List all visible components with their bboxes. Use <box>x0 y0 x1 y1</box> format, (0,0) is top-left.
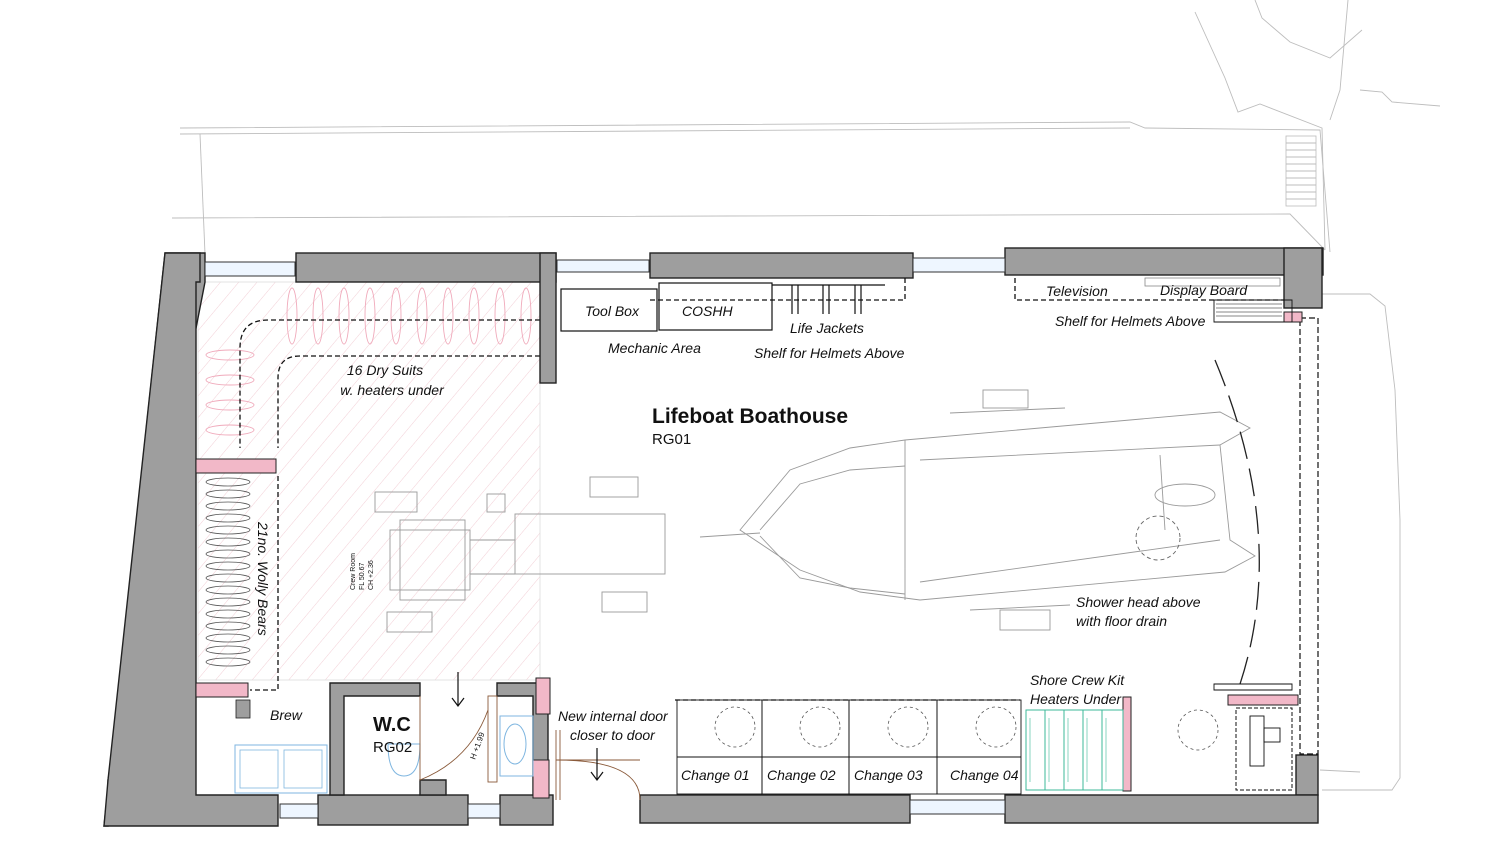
dry-suit-hangers <box>205 287 532 436</box>
shore-crew-kit-lockers <box>1025 709 1124 791</box>
change-03-label: Change 03 <box>854 767 923 783</box>
brew-sink-unit <box>234 699 328 794</box>
lifeboat-on-trailer <box>374 389 1256 633</box>
building-walls <box>103 247 1324 827</box>
svg-text:CH +2.36: CH +2.36 <box>368 560 375 590</box>
crew-room-floor <box>198 282 540 680</box>
new-internal-door <box>555 730 641 801</box>
new-partitions <box>195 311 1303 799</box>
tool-box-label: Tool Box <box>585 303 640 319</box>
change-04-label: Change 04 <box>950 767 1019 783</box>
brew-label: Brew <box>270 707 303 723</box>
change-cubicles <box>675 699 1219 795</box>
change-02-label: Change 02 <box>767 767 836 783</box>
change-01-label: Change 01 <box>681 767 750 783</box>
site-context <box>171 0 1441 791</box>
coshh-cabinet <box>658 282 773 331</box>
new-door-label: New internal door <box>558 708 669 724</box>
windows <box>204 257 1319 819</box>
garage-door-swing <box>1214 359 1260 691</box>
display-board-label: Display Board <box>1160 282 1248 298</box>
dry-suits-sublabel: w. heaters under <box>340 382 445 398</box>
tv-shelf <box>1014 278 1284 301</box>
tool-box <box>560 288 658 332</box>
wc-code: RG02 <box>373 739 412 756</box>
helmet-shelf-label-2: Shelf for Helmets Above <box>1055 313 1206 329</box>
steps <box>1285 135 1317 207</box>
dry-suit-rail <box>239 319 540 448</box>
wolly-bears-rack <box>205 476 279 691</box>
svg-text:FL 50.67: FL 50.67 <box>359 563 366 590</box>
helmet-shelf-label-1: Shelf for Helmets Above <box>754 345 905 361</box>
wc-fixtures <box>387 672 534 783</box>
shower-label: Shower head above <box>1076 594 1201 610</box>
boathouse-title: Lifeboat Boathouse <box>652 405 848 428</box>
boathouse-code: RG01 <box>652 431 691 448</box>
shore-kit-sublabel: Heaters Under <box>1030 691 1122 707</box>
new-door-sublabel: closer to door <box>570 727 656 743</box>
shower-sublabel: with floor drain <box>1076 613 1167 629</box>
wolly-bears-label: 21no. Wolly Bears <box>255 521 271 636</box>
television-label: Television <box>1046 283 1108 299</box>
door-height-label: H +1.99 <box>468 731 486 761</box>
coshh-label: COSHH <box>682 303 733 319</box>
life-jacket-rail <box>650 278 906 301</box>
shore-kit-label: Shore Crew Kit <box>1030 672 1125 688</box>
display-board <box>1144 277 1281 287</box>
wc-title: W.C <box>373 714 411 736</box>
dry-suits-label: 16 Dry Suits <box>347 362 423 378</box>
life-jackets-label: Life Jackets <box>790 320 864 336</box>
labels: Lifeboat Boathouse RG01 W.C RG02 Crew Ro… <box>255 282 1248 783</box>
mechanic-area-label: Mechanic Area <box>608 340 701 356</box>
equipment-corner <box>1213 299 1293 791</box>
crew-room-label: Crew Room FL 50.67 CH +2.36 <box>350 553 375 590</box>
svg-text:Crew Room: Crew Room <box>350 553 357 590</box>
life-jacket-hooks <box>772 284 885 314</box>
